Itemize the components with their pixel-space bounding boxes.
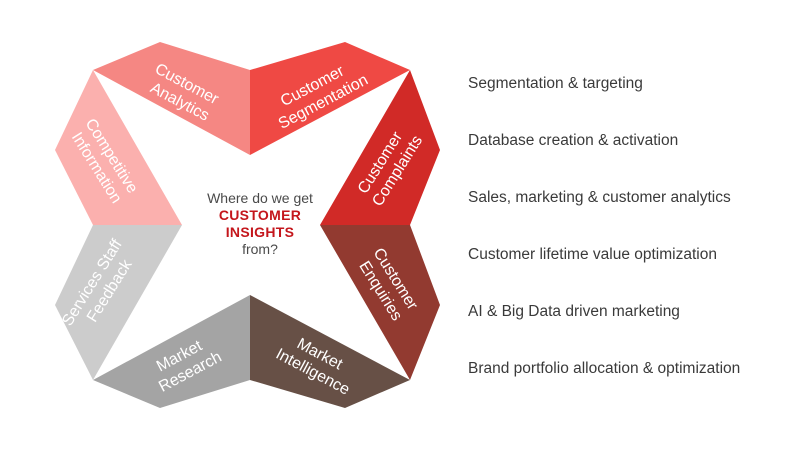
center-highlight-insights: INSIGHTS	[225, 224, 295, 240]
segment-customer-complaints: Customer Complaints	[320, 70, 440, 225]
center-question: Where do we get CUSTOMER INSIGHTS from?	[180, 190, 340, 258]
center-line-4: from?	[242, 241, 278, 257]
segment-shape	[250, 295, 410, 408]
segment-shape	[320, 70, 440, 225]
segment-services-staff-feedback: Services Staff Feedback	[55, 225, 182, 380]
list-item: Sales, marketing & customer analytics	[468, 189, 731, 206]
segment-competitive-information: Competitive Information	[55, 70, 182, 225]
segment-market-intelligence: Market Intelligence	[250, 295, 410, 408]
segment-market-research: Market Research	[93, 295, 250, 408]
benefits-list: Segmentation & targeting Database creati…	[468, 74, 740, 416]
segment-customer-enquiries: Customer Enquiries	[320, 225, 440, 380]
segment-shape	[55, 70, 182, 225]
segment-shape	[250, 42, 410, 155]
list-item: Brand portfolio allocation & optimizatio…	[468, 360, 741, 377]
segment-shape	[55, 225, 182, 380]
center-highlight-customer: CUSTOMER	[218, 207, 302, 223]
center-line-1: Where do we get	[207, 190, 313, 206]
list-item: Customer lifetime value optimization	[468, 246, 717, 263]
list-item: Segmentation & targeting	[468, 75, 643, 92]
segment-shape	[93, 295, 250, 408]
segment-shape	[320, 225, 440, 380]
list-item: AI & Big Data driven marketing	[468, 303, 680, 320]
segment-shape	[93, 42, 250, 155]
list-item: Database creation & activation	[468, 132, 679, 149]
